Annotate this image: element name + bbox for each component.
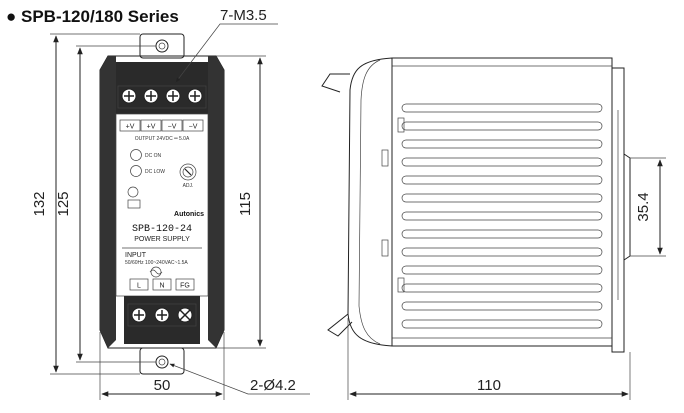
right-side-rail	[208, 56, 224, 348]
bottom-terminal-labels: L N FG	[129, 266, 195, 291]
product-label: POWER SUPPLY	[134, 236, 190, 243]
front-view: +V +V −V −V OUTPUT 24VDC ═ 5.0A DC ON DC…	[99, 33, 225, 375]
dim-width: 50	[154, 377, 171, 394]
side-body	[392, 57, 613, 347]
front-cover	[347, 57, 393, 347]
dc-on-label: DC ON	[145, 153, 162, 159]
dc-low-led	[130, 165, 142, 177]
diagram-title: ● SPB-120/180 Series	[6, 7, 179, 26]
ventilation-slots	[401, 103, 603, 329]
brand-label: Autonics	[174, 211, 204, 218]
dim-overall-height: 132	[31, 191, 48, 216]
front-dimensions: 132 125 115 50 7-M3.5 2-Ø4.2	[31, 7, 310, 400]
terminal-label: FG	[180, 283, 190, 290]
cert-mark-icon	[127, 186, 139, 198]
adjust-label: ADJ.	[183, 183, 194, 189]
model-label: SPB-120-24	[132, 224, 192, 235]
ac-symbol-icon	[150, 266, 162, 278]
terminal-label: −V	[189, 124, 198, 131]
cert-mark-icon	[127, 199, 141, 209]
terminal-label: +V	[147, 124, 156, 131]
terminal-label: N	[159, 283, 164, 290]
hole-callout: 2-Ø4.2	[250, 377, 296, 394]
screw-callout: 7-M3.5	[220, 7, 267, 24]
input-label: INPUT	[125, 252, 147, 259]
bottom-mount-hole	[155, 355, 169, 369]
dim-rail-height: 35.4	[635, 192, 652, 221]
dc-low-label: DC LOW	[145, 169, 165, 175]
left-side-rail	[100, 56, 116, 348]
side-view	[321, 57, 631, 353]
top-mount-hole	[155, 39, 169, 53]
bottom-terminal-cover	[327, 313, 353, 337]
top-screws	[121, 88, 203, 104]
top-terminal-block	[116, 62, 208, 114]
top-terminal-labels: +V +V −V −V	[119, 119, 204, 132]
dim-body-height: 115	[237, 192, 254, 216]
terminal-label: L	[137, 283, 141, 290]
side-dimensions: 35.4 110	[347, 157, 666, 400]
terminal-label: −V	[168, 124, 177, 131]
output-rating: OUTPUT 24VDC ═ 5.0A	[135, 136, 190, 142]
dim-mount-height: 125	[55, 191, 72, 216]
voltage-adjust-knob	[179, 163, 197, 181]
input-spec: 50/60Hz 100~240VAC~1.5A	[125, 260, 188, 266]
bottom-mount-tab	[139, 347, 185, 375]
dim-depth: 110	[477, 377, 501, 394]
top-terminal-cover	[321, 73, 350, 93]
terminal-label: +V	[126, 124, 135, 131]
dc-on-led	[130, 149, 142, 161]
bottom-screws	[131, 307, 193, 323]
